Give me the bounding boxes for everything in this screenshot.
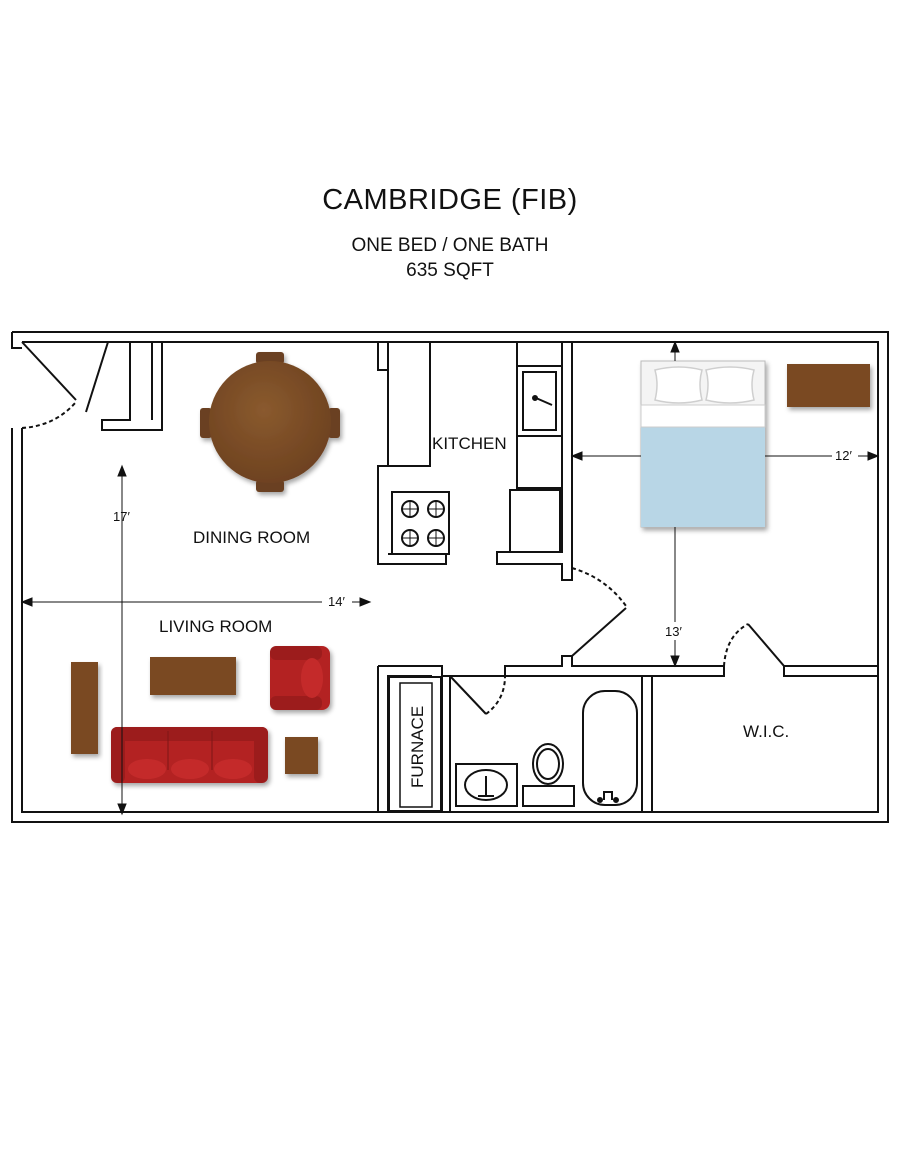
kitchen-faucet-icon	[532, 395, 553, 406]
kitchen-walls	[377, 342, 573, 581]
toilet-icon	[522, 743, 575, 807]
floorplan-subtitle: ONE BED / ONE BATH	[351, 235, 549, 256]
dimension-lines	[20, 340, 880, 816]
room-label-closet: W.I.C.	[743, 722, 789, 741]
dresser-icon	[787, 364, 870, 407]
armchair-icon	[270, 646, 330, 710]
tv-stand-icon	[71, 662, 98, 754]
end-table-icon	[285, 737, 318, 774]
sofa-icon	[111, 727, 268, 783]
floorplan-title: CAMBRIDGE (FIB)	[322, 184, 578, 216]
dim-bedroom-width: 12′	[835, 448, 852, 463]
room-label-living: LIVING ROOM	[159, 617, 272, 636]
entry-closet-walls	[21, 341, 389, 431]
bathtub-icon	[582, 690, 638, 806]
exterior-walls	[11, 331, 889, 823]
room-label-dining: DINING ROOM	[193, 528, 310, 547]
dim-living-width: 14′	[328, 594, 345, 609]
room-label-kitchen: KITCHEN	[432, 434, 507, 453]
room-label-furnace: FURNACE	[408, 706, 427, 788]
stove-icon	[391, 491, 450, 555]
interior-walls	[377, 567, 878, 813]
coffee-table-icon	[150, 657, 236, 695]
dim-bedroom-depth: 13′	[665, 624, 682, 639]
furnace-box	[388, 676, 442, 812]
dim-living-depth: 17′	[113, 509, 130, 524]
dining-table-icon	[200, 352, 340, 492]
furnace-inner	[399, 682, 433, 808]
bathroom-sink-icon	[455, 763, 518, 807]
pillow-icon	[654, 366, 755, 404]
floorplan-area: 635 SQFT	[406, 260, 494, 281]
